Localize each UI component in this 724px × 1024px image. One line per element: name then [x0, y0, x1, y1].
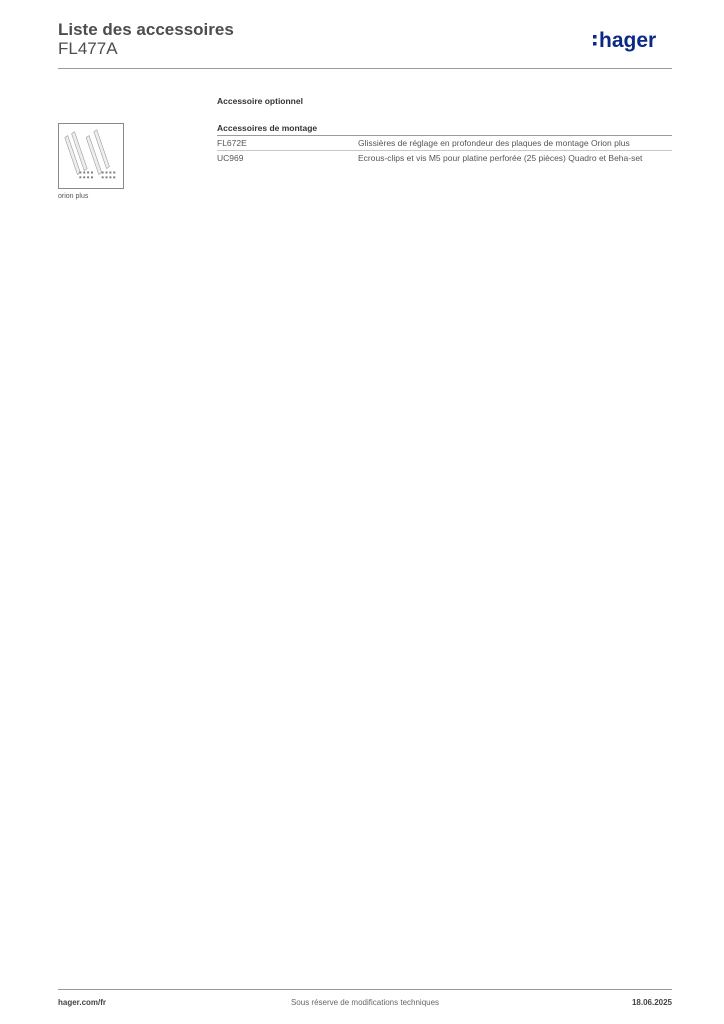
footer-website-link[interactable]: hager.com/fr	[58, 998, 107, 1007]
footer-date: 18.06.2025	[631, 998, 672, 1007]
page-header: Liste des accessoires FL477A hager	[58, 20, 672, 70]
product-image-caption: orion plus	[58, 193, 89, 200]
group-title: Accessoires de montage	[217, 123, 672, 136]
accessory-description: Ecrous-clips et vis M5 pour platine perf…	[358, 153, 643, 163]
page-footer: hager.com/fr Sous réserve de modificatio…	[58, 998, 672, 1010]
accessory-reference: UC969	[217, 153, 244, 163]
product-image	[58, 123, 124, 189]
page-title: Liste des accessoires	[58, 20, 234, 39]
product-reference: FL477A	[58, 39, 118, 58]
accessories-section: Accessoire optionnel Accessoires de mont…	[217, 96, 672, 165]
mounting-rails-illustration	[64, 129, 116, 179]
logo-text: hager	[599, 29, 656, 52]
accessory-reference: FL672E	[217, 138, 247, 148]
footer-notice: Sous réserve de modifications techniques	[290, 998, 440, 1007]
footer-divider	[58, 989, 672, 990]
header-divider	[58, 68, 672, 69]
accessories-table: FL672E Glissières de réglage en profonde…	[217, 136, 672, 165]
table-row: UC969 Ecrous-clips et vis M5 pour platin…	[217, 151, 672, 166]
section-title: Accessoire optionnel	[217, 96, 303, 106]
hager-logo: hager	[593, 29, 656, 52]
accessory-description: Glissières de réglage en profondeur des …	[358, 138, 630, 148]
table-row: FL672E Glissières de réglage en profonde…	[217, 136, 672, 151]
